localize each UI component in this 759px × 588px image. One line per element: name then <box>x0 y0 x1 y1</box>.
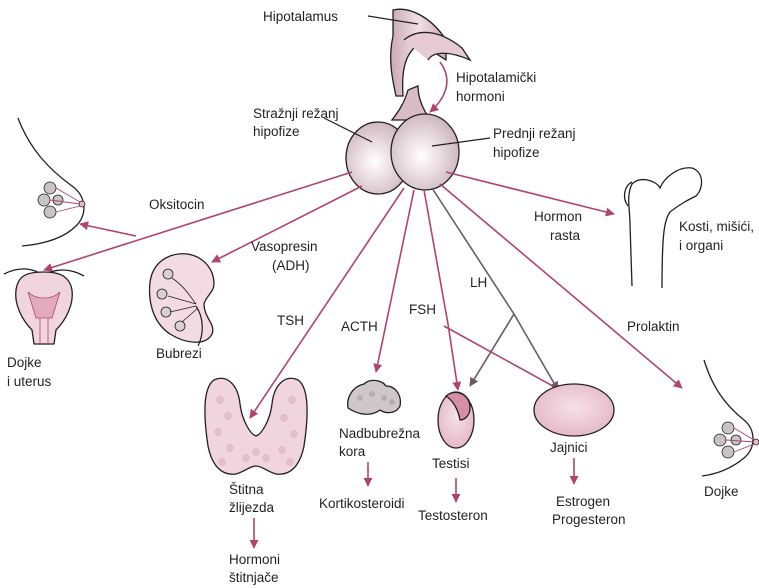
label-anterior-pituitary-1: Prednji režanj <box>493 126 576 141</box>
label-thyroid-hormones-2: štitnjače <box>229 570 279 585</box>
tsh-arrow <box>249 187 405 419</box>
label-hypothalamic-hormones-1: Hipotalamički <box>456 70 536 85</box>
vasopressin-arrow <box>211 185 363 263</box>
label-bones-2: i organi <box>679 238 723 253</box>
label-posterior-pituitary-1: Stražnji režanj <box>253 106 339 121</box>
breast-illustration-left <box>17 117 86 247</box>
label-bones-1: Kosti, mišići, <box>679 219 754 234</box>
label-hypothalamus: Hipotalamus <box>263 9 338 24</box>
bone-illustration <box>623 167 703 289</box>
lh-arrow-main <box>431 187 515 315</box>
thyroid-illustration <box>204 377 308 475</box>
label-thyroid-2: žlijezda <box>229 500 275 515</box>
lh-arrow-testis <box>469 313 515 387</box>
label-growth-hormone-2: rasta <box>550 228 581 243</box>
ovary-illustration <box>533 383 615 437</box>
label-hypothalamic-hormones-2: hormoni <box>456 89 505 104</box>
growth-hormone-arrow <box>445 171 615 217</box>
label-estrogen: Estrogen <box>556 494 610 509</box>
label-posterior-pituitary-2: hipofize <box>253 124 300 139</box>
fsh-arrow-ovary <box>443 325 561 391</box>
label-acth: ACTH <box>341 319 378 334</box>
anterior-pituitary-lobe <box>390 113 460 191</box>
uterus-illustration <box>3 268 85 345</box>
label-corticosteroids: Kortikosteroidi <box>319 496 405 511</box>
anterior-pituitary-leader <box>431 137 491 147</box>
label-testes: Testisi <box>432 456 470 471</box>
label-testosterone: Testosteron <box>418 508 488 523</box>
kidney-illustration <box>148 253 215 347</box>
label-vasopressin-2: (ADH) <box>272 258 310 273</box>
hypothalamus-illustration <box>390 8 472 97</box>
label-thyroid-1: Štitna <box>229 482 264 497</box>
label-ovaries: Jajnici <box>550 440 588 455</box>
label-prolactin: Prolaktin <box>627 319 680 334</box>
label-progesterone: Progesteron <box>552 512 626 527</box>
hypothalamus-leader <box>367 15 419 25</box>
label-growth-hormone-1: Hormon <box>534 209 582 224</box>
label-breasts-uterus-2: i uterus <box>7 374 52 389</box>
hypothalamic-hormones-arrow <box>429 61 448 113</box>
label-breasts-uterus-1: Dojke <box>7 355 42 370</box>
fsh-arrow-testis <box>423 189 462 391</box>
label-anterior-pituitary-2: hipofize <box>493 145 540 160</box>
label-breasts: Dojke <box>704 484 739 499</box>
breast-illustration-right <box>701 359 759 477</box>
adrenal-illustration <box>347 379 402 415</box>
lh-arrow-ovary <box>513 313 559 391</box>
label-adrenal-cortex-1: Nadbubrežna <box>339 426 421 441</box>
label-thyroid-hormones-1: Hormoni <box>229 552 280 567</box>
label-adrenal-cortex-2: kora <box>339 444 366 459</box>
oxytocin-arrow-uterus <box>43 171 353 272</box>
oxytocin-arrow-breast <box>79 221 137 237</box>
label-lh: LH <box>470 275 487 290</box>
testis-illustration <box>437 391 475 449</box>
label-vasopressin-1: Vasopresin <box>251 239 318 254</box>
posterior-pituitary-leader <box>323 117 373 143</box>
label-oxytocin: Oksitocin <box>149 197 205 212</box>
label-fsh: FSH <box>409 302 436 317</box>
label-tsh: TSH <box>277 313 304 328</box>
label-kidneys: Bubrezi <box>156 346 202 361</box>
acth-arrow <box>373 189 415 373</box>
prolactin-arrow <box>439 183 683 389</box>
